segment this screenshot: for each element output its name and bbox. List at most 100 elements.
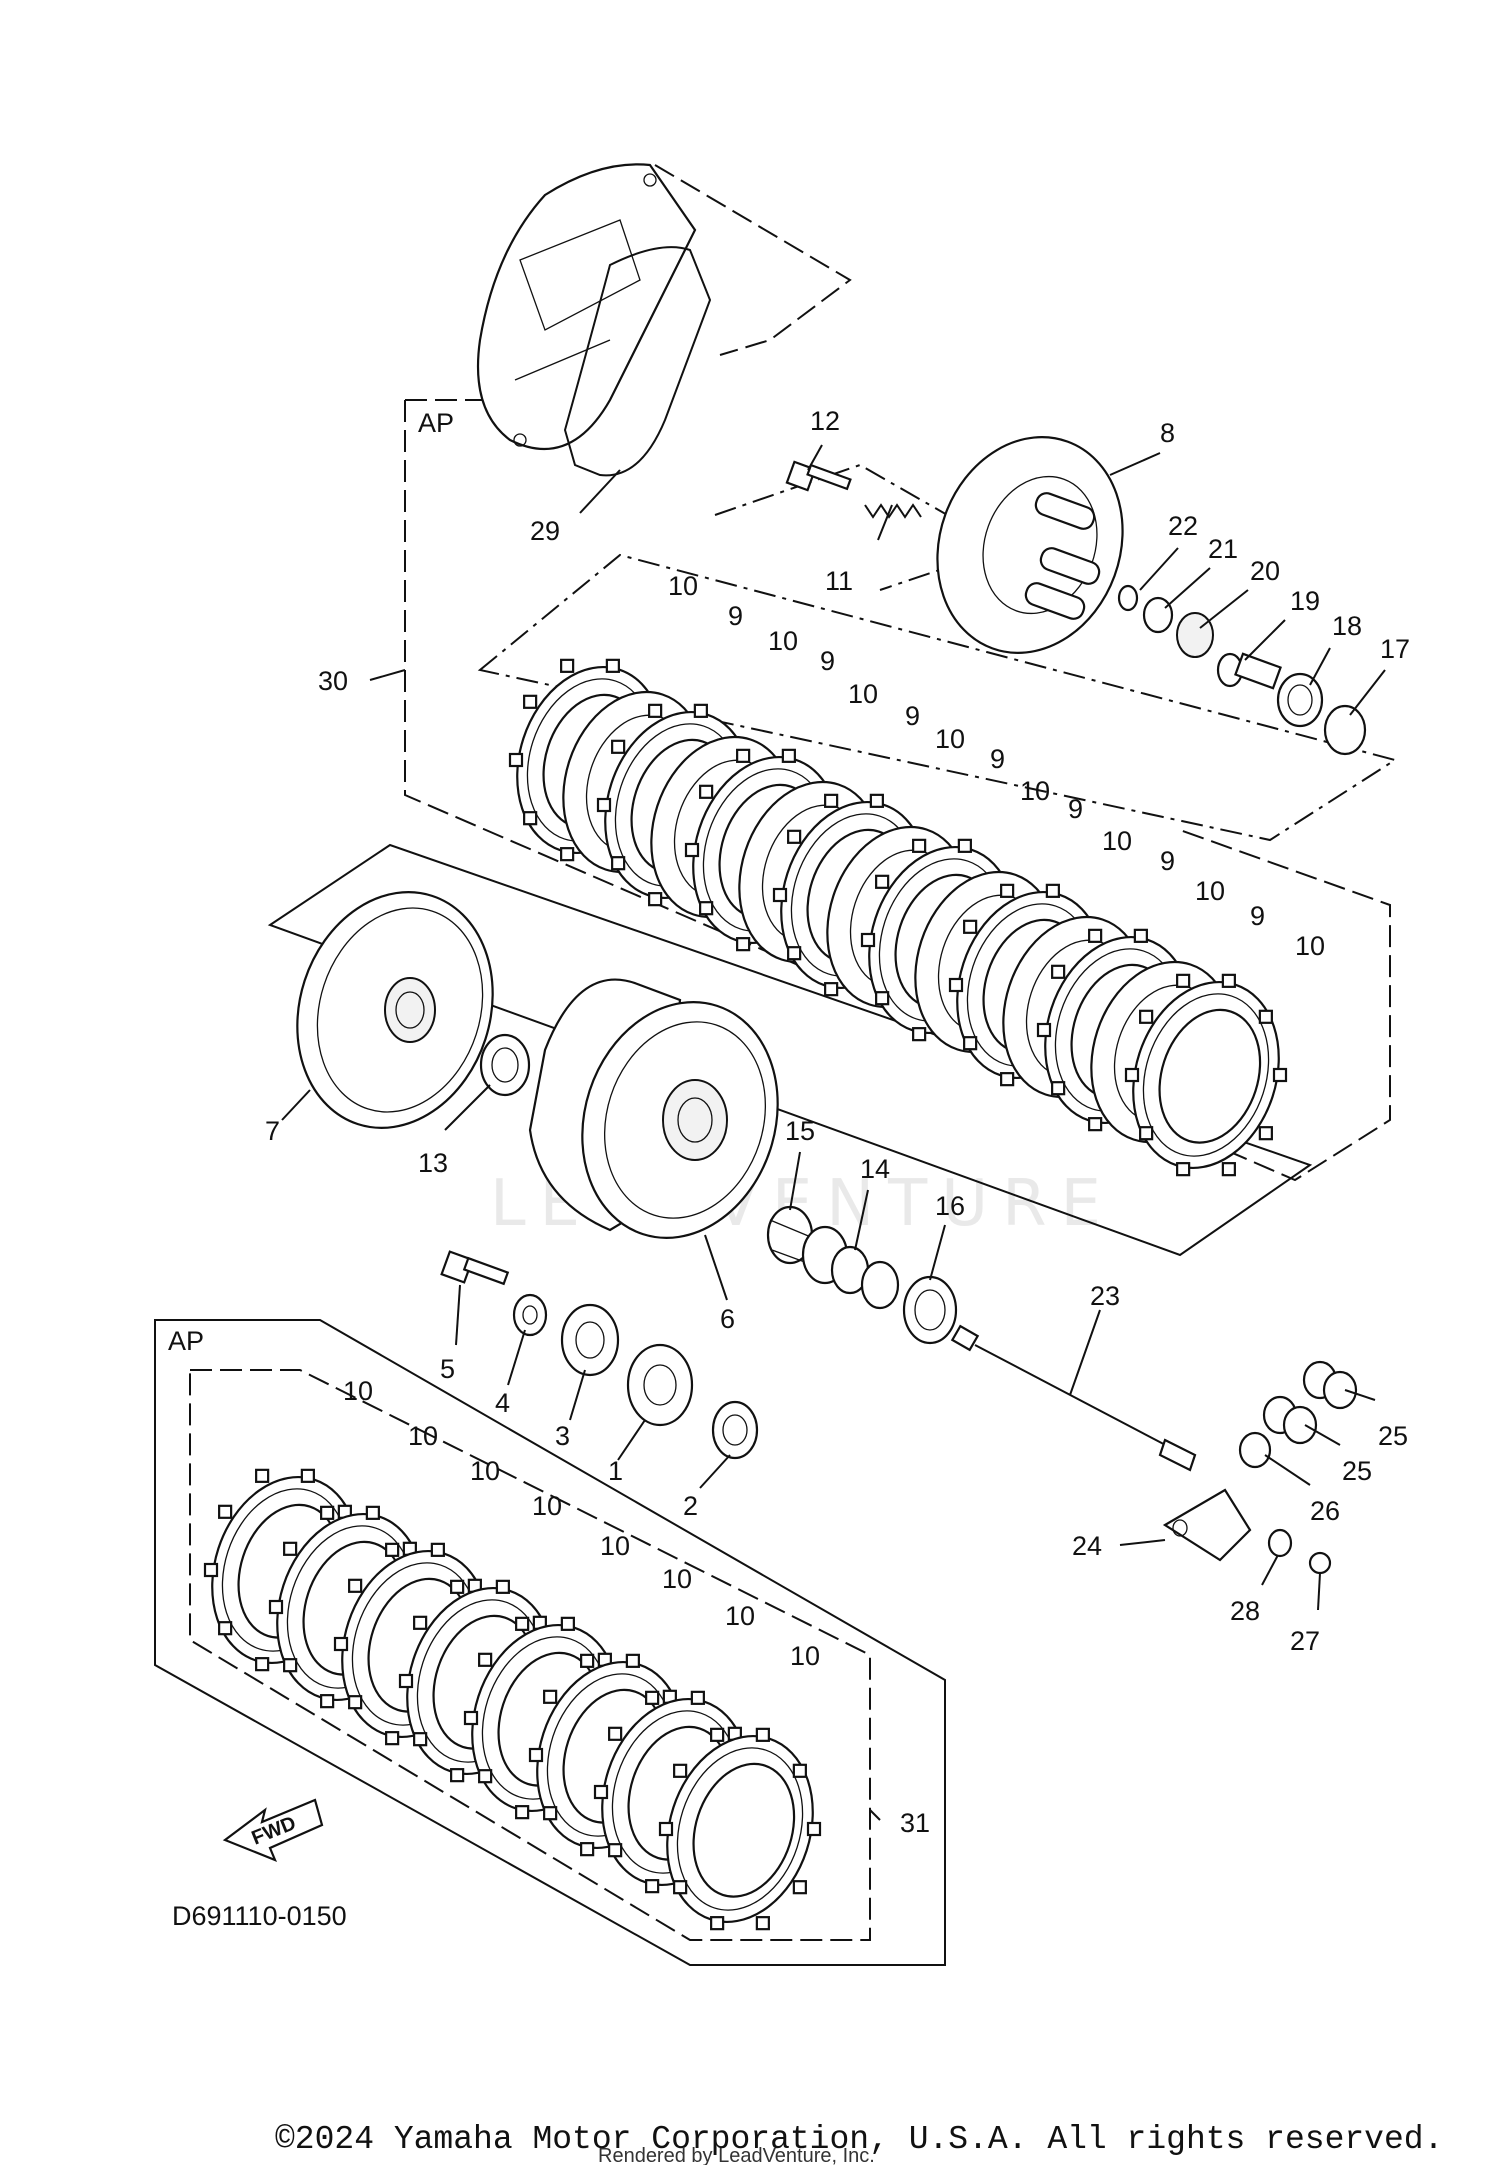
callout-30: 30 [318, 666, 348, 696]
bushing-25-a [1302, 1360, 1358, 1410]
callout-10b: 10 [768, 626, 798, 656]
plate-stack-box [477, 553, 1398, 842]
lower-plate-set-31 [203, 1468, 822, 1931]
callout-24: 24 [1072, 1531, 1102, 1561]
callout-27: 27 [1290, 1626, 1320, 1656]
callout-9b: 9 [820, 646, 835, 676]
nut-17 [1323, 704, 1367, 756]
callout-17: 17 [1380, 634, 1410, 664]
callout-9: 9 [728, 601, 743, 631]
gear-3 [560, 1303, 620, 1377]
diagram-code: D691110-0150 [172, 1901, 347, 1931]
callout-2: 2 [683, 1491, 698, 1521]
callout-1: 1 [608, 1456, 623, 1486]
callout-10f: 10 [1102, 826, 1132, 856]
callout-19: 19 [1290, 586, 1320, 616]
callout-8: 8 [1160, 418, 1175, 448]
group-label-lower: AP [168, 1326, 204, 1356]
group-outline-31 [154, 1319, 946, 1966]
push-rod-19 [1216, 652, 1282, 690]
callout-10h: 10 [1295, 931, 1325, 961]
callout-5: 5 [440, 1354, 455, 1384]
housing-group-box [267, 843, 1313, 1257]
fwd-arrow [222, 1798, 324, 1862]
callout-26: 26 [1310, 1496, 1340, 1526]
friction-plate-10-8 [1124, 973, 1288, 1177]
callout-18: 18 [1332, 611, 1362, 641]
callout-20: 20 [1250, 556, 1280, 586]
spacer-14 [830, 1245, 900, 1310]
callout-10-l4: 10 [532, 1491, 562, 1521]
rendered-by: Rendered by LeadVenture, Inc. [598, 2145, 875, 2165]
callout-25: 25 [1378, 1421, 1408, 1451]
callout-21: 21 [1208, 534, 1238, 564]
callout-14: 14 [860, 1154, 890, 1184]
callout-10-l8: 10 [790, 1641, 820, 1671]
leader-lines [281, 444, 1386, 1821]
callout-9d: 9 [990, 744, 1005, 774]
thrust-washer-16 [902, 1275, 958, 1345]
clutch-housing-6 [528, 978, 779, 1239]
callout-labels: 1 2 3 4 5 6 7 8 9 9 9 9 9 9 9 10 10 10 1… [265, 406, 1410, 1838]
gear-1 [626, 1343, 694, 1427]
lower-friction-plate-10-8 [658, 1727, 822, 1931]
group-bracket-30 [404, 400, 1391, 1182]
lever-24 [1162, 1488, 1252, 1562]
group-label-upper: AP [418, 408, 454, 438]
bolt-12 [785, 460, 852, 492]
gasket-29 [563, 246, 712, 477]
callout-12: 12 [810, 406, 840, 436]
primary-gear-7 [296, 891, 494, 1129]
callout-9f: 9 [1160, 846, 1175, 876]
circlip-22 [1117, 584, 1139, 612]
callout-10g: 10 [1195, 876, 1225, 906]
callout-29: 29 [530, 516, 560, 546]
callout-13: 13 [418, 1148, 448, 1178]
washer-13 [479, 1033, 531, 1097]
callout-10c: 10 [848, 679, 878, 709]
washer-21 [1142, 596, 1174, 634]
ring-18 [1276, 672, 1324, 728]
crankcase-cover [476, 163, 697, 450]
bearing-2 [711, 1400, 759, 1460]
callout-10-l3: 10 [470, 1456, 500, 1486]
push-rod-23 [950, 1324, 1197, 1472]
callout-15: 15 [785, 1116, 815, 1146]
callout-10-l6: 10 [662, 1564, 692, 1594]
callout-10-l1: 10 [343, 1376, 373, 1406]
callout-23: 23 [1090, 1281, 1120, 1311]
seal-26 [1238, 1431, 1272, 1469]
callout-10-l2: 10 [408, 1421, 438, 1451]
plate-stack [508, 658, 1288, 1177]
cover-dashed-box [654, 164, 852, 356]
callout-3: 3 [555, 1421, 570, 1451]
callout-9c: 9 [905, 701, 920, 731]
callout-9g: 9 [1250, 901, 1265, 931]
callout-10d: 10 [935, 724, 965, 754]
washer-4 [512, 1293, 548, 1337]
pressure-plate-8 [936, 436, 1124, 654]
callout-16: 16 [935, 1191, 965, 1221]
callout-9e: 9 [1068, 794, 1083, 824]
callout-7: 7 [265, 1116, 280, 1146]
callout-22: 22 [1168, 511, 1198, 541]
spring-11 [864, 503, 922, 519]
group-bracket-31 [189, 1369, 871, 1941]
callout-10e: 10 [1020, 776, 1050, 806]
bolt-5 [440, 1250, 510, 1286]
callout-11: 11 [825, 566, 853, 596]
callout-10-l7: 10 [725, 1601, 755, 1631]
washer-28 [1267, 1528, 1293, 1558]
callout-28: 28 [1230, 1596, 1260, 1626]
callout-10-l5: 10 [600, 1531, 630, 1561]
screw-27 [1308, 1551, 1332, 1575]
bearing-20 [1176, 612, 1214, 658]
callout-6: 6 [720, 1304, 735, 1334]
callout-4: 4 [495, 1388, 510, 1418]
bushing-25-b [1262, 1395, 1318, 1445]
copyright-notice: ©2024 Yamaha Motor Corporation, U.S.A. A… [275, 2121, 1443, 2158]
callout-31: 31 [900, 1808, 930, 1838]
callout-10: 10 [668, 571, 698, 601]
callout-25b: 25 [1342, 1456, 1372, 1486]
